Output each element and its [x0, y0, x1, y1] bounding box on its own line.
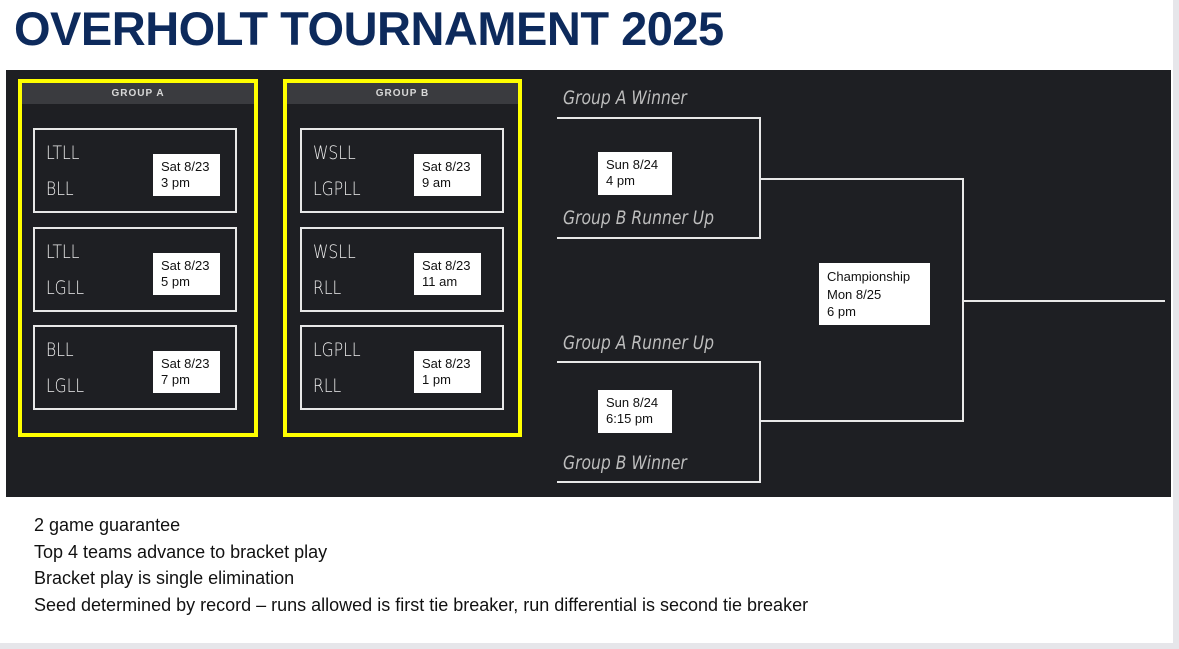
match-date: Sat 8/23 [161, 258, 210, 273]
championship-label: Championship [827, 269, 911, 284]
team-name: WSLL [313, 241, 356, 263]
match-date: Sat 8/23 [161, 159, 210, 174]
note-line: Seed determined by record – runs allowed… [34, 594, 809, 615]
match-date: Sun 8/24 [606, 157, 659, 172]
bracket-line [962, 300, 1165, 302]
group-a: GROUP A [18, 79, 258, 437]
team-name: BLL [46, 178, 74, 200]
page-title: OVERHOLT TOURNAMENT 2025 [14, 2, 724, 55]
team-name: LGLL [46, 277, 85, 299]
match-hour: 3 pm [161, 175, 190, 190]
match-hour: 5 pm [161, 274, 190, 289]
note-line: 2 game guarantee [34, 515, 181, 535]
match-date: Sat 8/23 [422, 159, 471, 174]
bracket-line [557, 361, 761, 363]
team-name: LGPLL [313, 178, 361, 200]
group-b: GROUP B [283, 79, 522, 437]
rules-notes: 2 game guarantee Top 4 teams advance to … [34, 512, 808, 618]
match-hour: 6:15 pm [606, 411, 653, 426]
match-date: Sat 8/23 [422, 356, 471, 371]
team-name: RLL [313, 375, 342, 397]
seed-label: Group A Runner Up [563, 332, 715, 354]
match-hour: 6 pm [827, 304, 856, 319]
group-header: GROUP B [287, 83, 518, 104]
match-hour: 7 pm [161, 372, 190, 387]
bracket-line [759, 361, 761, 483]
team-name: LTLL [46, 241, 80, 263]
team-name: LGPLL [313, 339, 361, 361]
match-hour: 11 am [422, 274, 458, 289]
bracket-line [557, 481, 761, 483]
match-hour: 9 am [422, 175, 451, 190]
team-name: BLL [46, 339, 74, 361]
match-date: Sat 8/23 [422, 258, 471, 273]
bracket-line [759, 420, 964, 422]
bracket-line [557, 117, 761, 119]
match-date: Sat 8/23 [161, 356, 210, 371]
note-line: Bracket play is single elimination [34, 568, 295, 588]
team-name: LGLL [46, 375, 85, 397]
team-name: RLL [313, 277, 342, 299]
seed-label: Group A Winner [563, 87, 687, 109]
seed-label: Group B Runner Up [563, 207, 715, 229]
team-name: WSLL [313, 142, 356, 164]
bracket-line [557, 237, 761, 239]
note-line: Top 4 teams advance to bracket play [34, 541, 328, 562]
match-date: Sun 8/24 [606, 395, 659, 410]
team-name: LTLL [46, 142, 80, 164]
match-date: Mon 8/25 [827, 286, 882, 302]
group-header: GROUP A [22, 83, 254, 104]
seed-label: Group B Winner [563, 452, 687, 474]
match-hour: 4 pm [606, 173, 635, 188]
match-hour: 1 pm [422, 372, 451, 387]
bracket-line [759, 178, 964, 180]
